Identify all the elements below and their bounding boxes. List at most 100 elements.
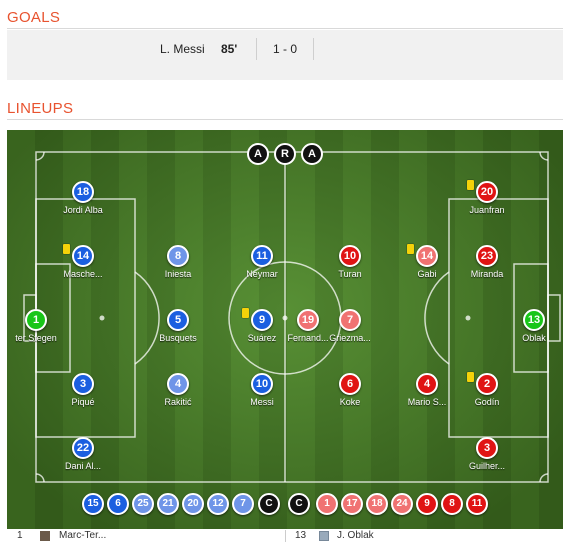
goals-divider xyxy=(7,28,563,29)
player-number-chip: 18 xyxy=(72,181,94,203)
yellow-card-icon xyxy=(63,244,70,254)
player-name: Dani Al... xyxy=(64,461,102,471)
list-player-name[interactable]: J. Oblak xyxy=(337,530,374,541)
away-player[interactable]: 7 Griezma... xyxy=(315,309,385,343)
player-number-chip: 8 xyxy=(167,245,189,267)
away-bench-player[interactable]: 8 xyxy=(441,493,463,515)
goal-separator xyxy=(313,38,314,60)
away-bench-player[interactable]: 17 xyxy=(341,493,363,515)
player-number-chip: 10 xyxy=(251,373,273,395)
player-name: Turan xyxy=(338,269,362,279)
list-player-number: 13 xyxy=(295,530,307,541)
away-player[interactable]: 20 Juanfran xyxy=(452,181,522,215)
away-bench-player[interactable]: 11 xyxy=(466,493,488,515)
player-number-chip: 2 xyxy=(476,373,498,395)
goals-box: L. Messi 85' 1 - 0 xyxy=(7,30,563,80)
yellow-card-icon xyxy=(467,180,474,190)
goal-scorer[interactable]: L. Messi xyxy=(160,42,205,56)
player-name: Gabi xyxy=(417,269,437,279)
player-number-chip: 1 xyxy=(25,309,47,331)
home-player[interactable]: 8 Iniesta xyxy=(143,245,213,279)
player-number-chip: 20 xyxy=(476,181,498,203)
home-player[interactable]: 10 Messi xyxy=(227,373,297,407)
away-player[interactable]: 2 Godín xyxy=(452,373,522,407)
home-player[interactable]: 9 Suárez xyxy=(227,309,297,343)
player-number-chip: 4 xyxy=(167,373,189,395)
player-name: Suárez xyxy=(247,333,277,343)
home-player[interactable]: 14 Masche... xyxy=(48,245,118,279)
player-number-chip: 5 xyxy=(167,309,189,331)
player-name: Busquets xyxy=(159,333,197,343)
player-name: Juanfran xyxy=(469,205,505,215)
home-bench-player[interactable]: 21 xyxy=(157,493,179,515)
player-number-chip: 3 xyxy=(72,373,94,395)
player-name: Iniesta xyxy=(164,269,192,279)
referee-main[interactable]: R xyxy=(274,143,296,165)
player-number-chip: 9 xyxy=(251,309,273,331)
home-bench-player[interactable]: 25 xyxy=(132,493,154,515)
yellow-card-icon xyxy=(467,372,474,382)
player-name: Griezma... xyxy=(329,333,371,343)
goals-section-title: GOALS xyxy=(7,9,61,26)
home-player[interactable]: 18 Jordi Alba xyxy=(48,181,118,215)
away-coach[interactable]: C xyxy=(288,493,310,515)
home-player[interactable]: 11 Neymar xyxy=(227,245,297,279)
goal-score: 1 - 0 xyxy=(273,42,298,56)
away-bench-player[interactable]: 1 xyxy=(316,493,338,515)
player-number-chip: 23 xyxy=(476,245,498,267)
away-player[interactable]: 19 Fernand... xyxy=(273,309,343,343)
yellow-card-icon xyxy=(242,308,249,318)
away-player[interactable]: 14 Gabi xyxy=(392,245,462,279)
referee-assistant-1[interactable]: A xyxy=(247,143,269,165)
lineups-section-title: LINEUPS xyxy=(7,100,74,117)
player-number-chip: 7 xyxy=(339,309,361,331)
player-name: Messi xyxy=(250,397,274,407)
home-player[interactable]: 5 Busquets xyxy=(143,309,213,343)
home-player[interactable]: 22 Dani Al... xyxy=(48,437,118,471)
home-player[interactable]: 3 Piqué xyxy=(48,373,118,407)
player-photo-icon xyxy=(40,531,50,541)
goal-minute: 85' xyxy=(221,42,238,56)
away-bench-player[interactable]: 24 xyxy=(391,493,413,515)
lineup-list-row: 1 Marc-Ter... 13 J. Oblak xyxy=(7,530,563,542)
pitch: A R A 1 ter Stegen 18 Jordi Alba 14 Masc… xyxy=(7,130,563,529)
player-name: Fernand... xyxy=(287,333,329,343)
away-player[interactable]: 13 Oblak xyxy=(499,309,569,343)
home-bench-player[interactable]: 6 xyxy=(107,493,129,515)
away-bench-player[interactable]: 18 xyxy=(366,493,388,515)
home-player[interactable]: 4 Rakitić xyxy=(143,373,213,407)
player-name: Masche... xyxy=(63,269,103,279)
player-name: Piqué xyxy=(71,397,95,407)
player-number-chip: 3 xyxy=(476,437,498,459)
home-player[interactable]: 1 ter Stegen xyxy=(1,309,71,343)
home-bench-player[interactable]: 12 xyxy=(207,493,229,515)
player-name: Neymar xyxy=(246,269,278,279)
yellow-card-icon xyxy=(407,244,414,254)
away-player[interactable]: 6 Koke xyxy=(315,373,385,407)
player-name: Jordi Alba xyxy=(63,205,103,215)
referee-assistant-2[interactable]: A xyxy=(301,143,323,165)
player-name: Miranda xyxy=(470,269,504,279)
away-player[interactable]: 4 Mario S... xyxy=(392,373,462,407)
player-number-chip: 13 xyxy=(523,309,545,331)
player-name: Oblak xyxy=(522,333,546,343)
player-photo-icon xyxy=(319,531,329,541)
player-number-chip: 4 xyxy=(416,373,438,395)
away-bench-player[interactable]: 9 xyxy=(416,493,438,515)
home-coach[interactable]: C xyxy=(258,493,280,515)
player-name: ter Stegen xyxy=(15,333,57,343)
away-player[interactable]: 23 Miranda xyxy=(452,245,522,279)
player-name: Rakitić xyxy=(164,397,192,407)
home-bench-player[interactable]: 15 xyxy=(82,493,104,515)
list-divider xyxy=(285,530,286,542)
list-player-name[interactable]: Marc-Ter... xyxy=(59,530,107,541)
home-bench-player[interactable]: 20 xyxy=(182,493,204,515)
player-number-chip: 6 xyxy=(339,373,361,395)
player-name: Mario S... xyxy=(407,397,447,407)
player-number-chip: 22 xyxy=(72,437,94,459)
goal-separator xyxy=(256,38,257,60)
away-player[interactable]: 10 Turan xyxy=(315,245,385,279)
away-player[interactable]: 3 Guilher... xyxy=(452,437,522,471)
home-bench-player[interactable]: 7 xyxy=(232,493,254,515)
player-number-chip: 19 xyxy=(297,309,319,331)
